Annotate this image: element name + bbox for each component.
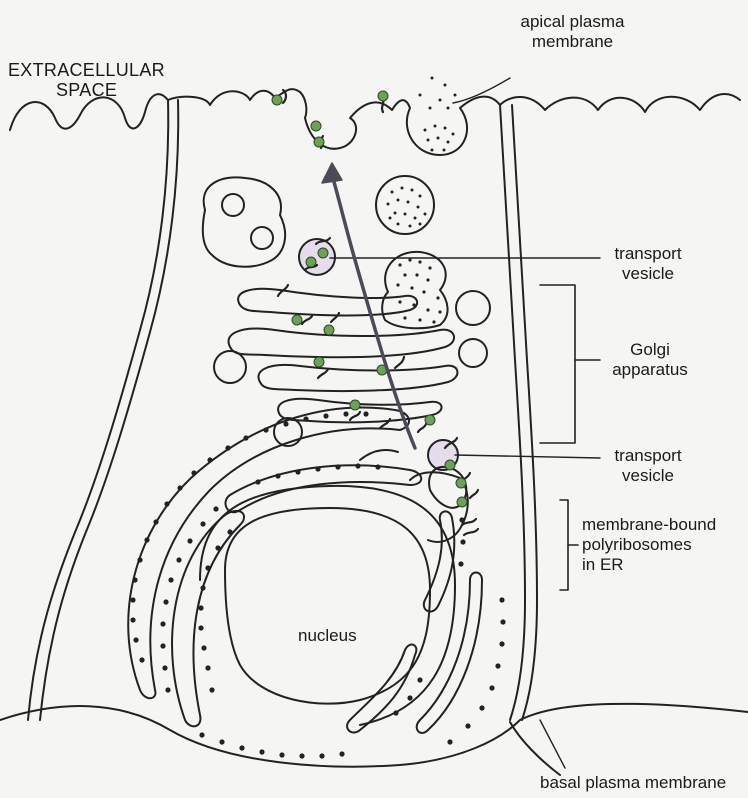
arrowhead (322, 163, 342, 183)
transport-vesicle-upper-label: transport vesicle (598, 244, 698, 284)
basal-plasma-membrane (0, 704, 748, 767)
polyribosomes-label: membrane-bound polyribosomes in ER (582, 515, 716, 575)
nucleus-label: nucleus (298, 626, 357, 646)
extracellular-space-label: EXTRACELLULAR SPACE (8, 60, 165, 100)
golgi-apparatus (214, 289, 490, 446)
polyribosome-bracket (560, 500, 568, 590)
rough-er-cisterna (128, 408, 409, 699)
golgi-bracket (540, 285, 575, 443)
transport-vesicle-lower-label: transport vesicle (598, 446, 698, 486)
basal-plasma-membrane-label: basal plasma membrane (540, 773, 726, 793)
lysosome-body (203, 177, 285, 266)
golgi-apparatus-label: Golgi apparatus (600, 340, 700, 380)
right-lateral-membrane (500, 105, 525, 720)
left-lateral-membrane (28, 100, 168, 720)
exocytosis-granule-contents (419, 77, 457, 152)
nucleus (225, 508, 430, 704)
apical-plasma-membrane-label: apical plasma membrane (485, 12, 660, 52)
secretory-granule (376, 176, 434, 234)
golgi-budding-vesicle (382, 252, 447, 328)
nuclear-envelope-outer (200, 486, 455, 725)
